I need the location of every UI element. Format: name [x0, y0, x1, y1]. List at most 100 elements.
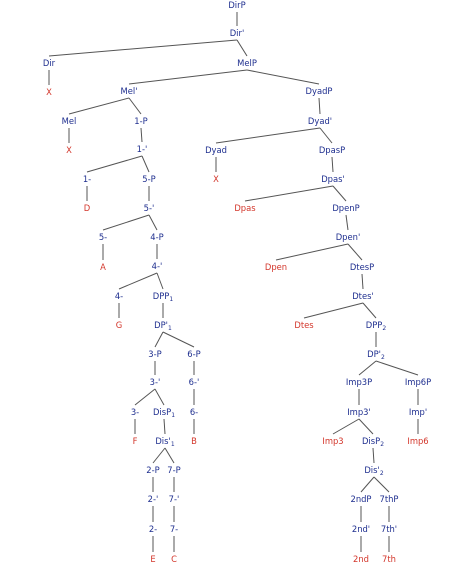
tree-node: 7- [170, 524, 178, 534]
tree-node: DyadP [306, 86, 333, 96]
tree-node: DirP [228, 0, 245, 10]
tree-edge [134, 388, 156, 406]
tree-leaf: A [100, 262, 106, 272]
tree-leaf: 7th [382, 554, 396, 564]
tree-leaf: D [84, 203, 90, 213]
tree-node: Mel' [120, 86, 137, 96]
tree-node: 1- [83, 174, 91, 184]
tree-node: 1-' [137, 144, 148, 154]
tree-edge [375, 360, 419, 376]
tree-edge [347, 243, 363, 261]
tree-node: Dyad' [308, 116, 332, 126]
tree-edge [332, 418, 360, 435]
tree-edge [246, 69, 320, 85]
tree-node: 2-' [148, 494, 159, 504]
tree-node: Imp3P [346, 377, 372, 387]
tree-edge [244, 185, 334, 202]
tree-node: DP'2 [367, 349, 385, 361]
node-subscript: 2 [380, 470, 384, 477]
tree-node: 2nd' [352, 524, 370, 534]
tree-edge [215, 127, 321, 144]
tree-edge [361, 273, 364, 290]
tree-node: MelP [237, 58, 257, 68]
node-subscript: 2 [382, 325, 386, 332]
tree-edge [141, 155, 150, 173]
tree-node: 7th' [381, 524, 397, 534]
tree-node: Dtes' [352, 291, 374, 301]
tree-edge [163, 418, 166, 435]
tree-edge [86, 155, 143, 173]
node-subscript: 2 [380, 441, 384, 448]
tree-node: DtesP [350, 262, 374, 272]
tree-edges [48, 12, 419, 552]
tree-node: Mel [62, 116, 77, 126]
tree-node: 6-' [189, 377, 200, 387]
tree-node: 5- [99, 232, 107, 242]
tree-node: Dpen' [336, 232, 361, 242]
tree-node: DpasP [319, 145, 345, 155]
node-subscript: 1 [171, 441, 175, 448]
tree-node: 4-P [150, 232, 163, 242]
tree-node: 5-' [144, 203, 155, 213]
tree-edge [164, 447, 175, 464]
tree-edge [68, 97, 130, 115]
tree-node: 7-' [169, 494, 180, 504]
tree-leaf: 2nd [353, 554, 369, 564]
tree-edge [152, 447, 166, 464]
tree-leaf: Imp6 [407, 436, 428, 446]
tree-edge [140, 127, 143, 143]
tree-node: DPP2 [366, 320, 387, 332]
tree-node: 5-P [142, 174, 155, 184]
tree-node: 3- [131, 407, 139, 417]
tree-edge [319, 127, 333, 144]
tree-leaf: F [133, 436, 138, 446]
tree-node: 6- [190, 407, 198, 417]
tree-node: 3-' [150, 377, 161, 387]
tree-edge [275, 243, 349, 261]
tree-node: DisP2 [362, 436, 384, 448]
tree-leaf: X [46, 87, 52, 97]
tree-node: DisP1 [153, 407, 175, 419]
tree-node: Imp6P [405, 377, 431, 387]
tree-node: 7-P [167, 465, 180, 475]
tree-edge [372, 447, 375, 464]
tree-node: 4- [115, 291, 123, 301]
tree-node: 2ndP [350, 494, 371, 504]
tree-edge [156, 272, 164, 290]
tree-edge [236, 39, 248, 57]
tree-leaf: X [213, 174, 219, 184]
tree-edge [360, 476, 375, 493]
tree-leaf: Imp3 [322, 436, 343, 446]
tree-node: 2- [149, 524, 157, 534]
tree-edge [332, 185, 347, 202]
tree-node: DP'1 [154, 320, 172, 332]
tree-edge [358, 360, 377, 376]
node-subscript: 1 [168, 325, 172, 332]
tree-leaf: E [150, 554, 155, 564]
tree-node: 7thP [380, 494, 399, 504]
tree-leaf: Dpas [234, 203, 255, 213]
tree-edge [118, 272, 158, 290]
tree-node: Imp' [409, 407, 427, 417]
tree-leaf: Dtes [294, 320, 313, 330]
tree-node: Dpas' [321, 174, 345, 184]
tree-node: Imp3' [347, 407, 371, 417]
tree-node: Dyad [205, 145, 227, 155]
tree-leaf: Dpen [265, 262, 287, 272]
tree-node: 4-' [152, 261, 163, 271]
tree-node: Dir' [230, 28, 245, 38]
tree-node: DPP1 [153, 291, 174, 303]
tree-node: 1-P [134, 116, 147, 126]
tree-edge [373, 476, 390, 493]
tree-edge [154, 388, 165, 406]
tree-edge [154, 331, 164, 348]
tree-leaf: C [171, 554, 177, 564]
node-subscript: 1 [169, 296, 173, 303]
node-subscript: 1 [171, 412, 175, 419]
tree-edge [128, 97, 142, 115]
tree-node: 3-P [148, 349, 161, 359]
tree-edge [362, 302, 377, 319]
